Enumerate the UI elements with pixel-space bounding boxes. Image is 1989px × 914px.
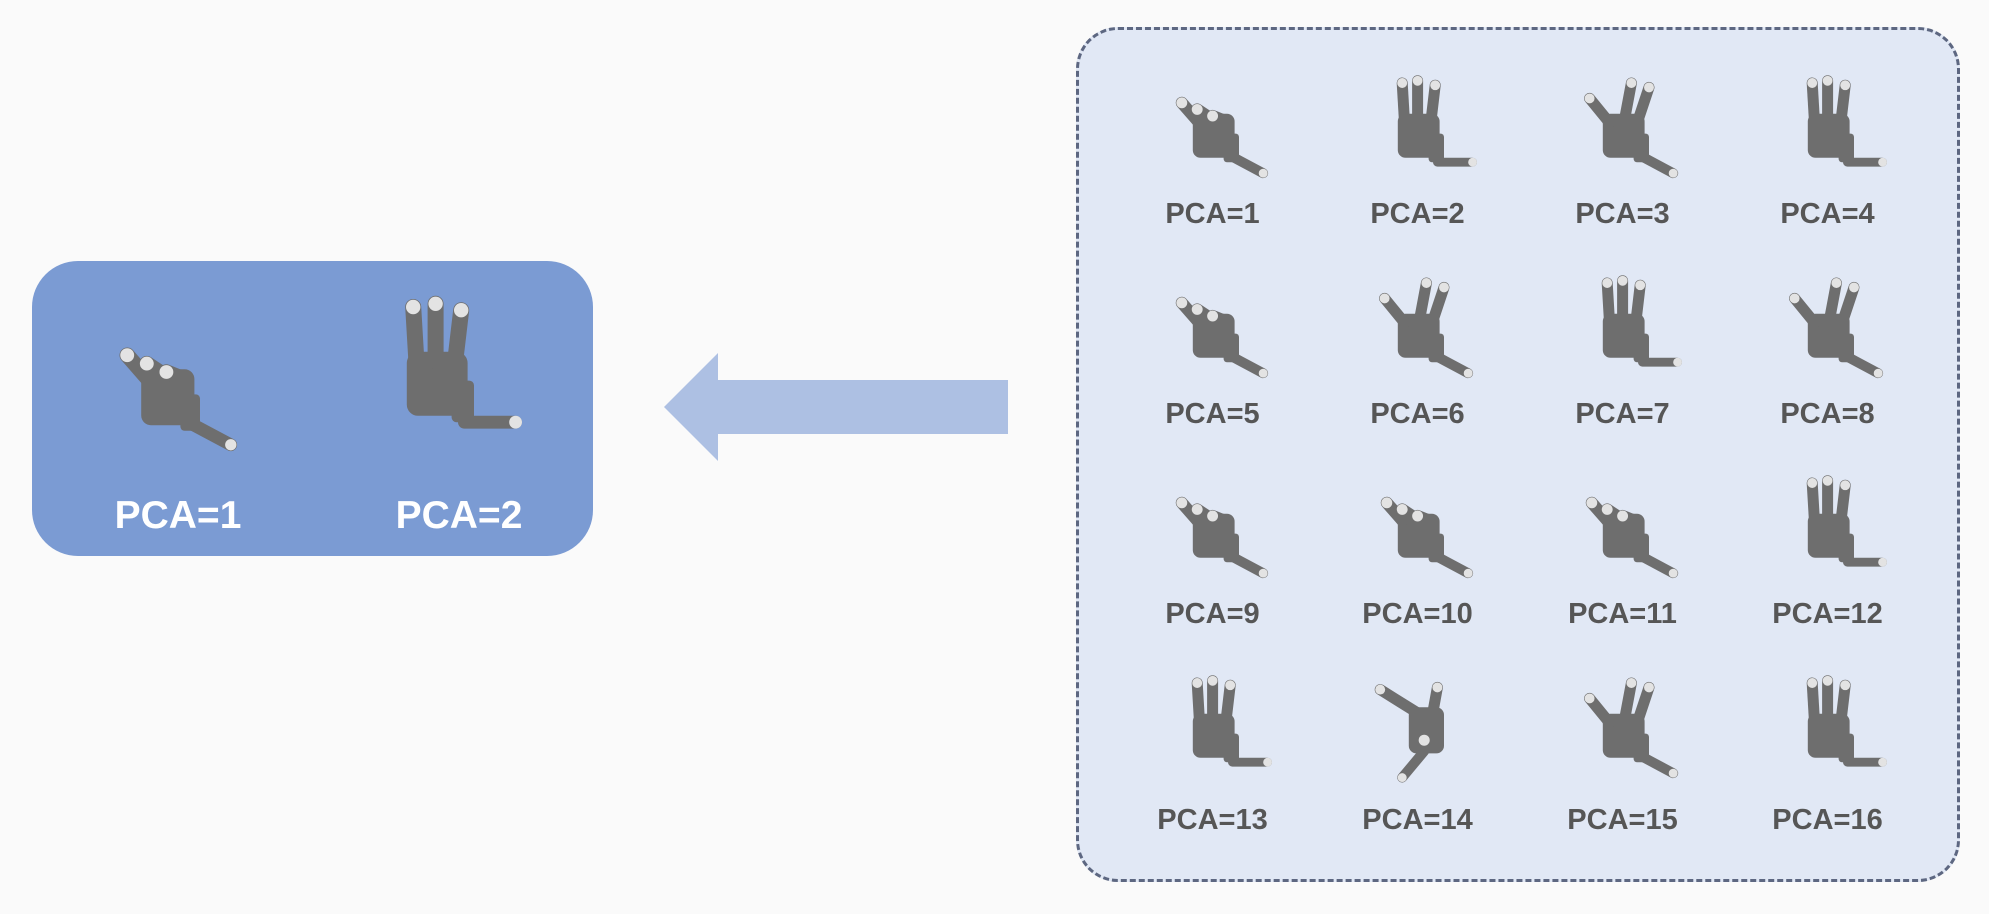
pca-cell-2: PCA=2: [1315, 60, 1520, 260]
pca-label: PCA=11: [1568, 598, 1677, 630]
hand-pose-1-icon: [119, 347, 238, 452]
pca-label: PCA=8: [1780, 398, 1875, 430]
pca-label: PCA=4: [1780, 198, 1875, 230]
hand-pose-icon: [1380, 496, 1474, 579]
hand-pose-icon: [1789, 277, 1884, 379]
pca-cell-4: PCA=4: [1725, 60, 1930, 260]
pca-label: PCA=13: [1157, 804, 1268, 836]
pca-cell-8: PCA=8: [1725, 260, 1930, 460]
pca-label: PCA=2: [1370, 198, 1465, 230]
pca-label: PCA=12: [1772, 598, 1883, 630]
pca-label: PCA=5: [1165, 398, 1260, 430]
pca-cell-13: PCA=13: [1110, 660, 1315, 860]
hand-pose-icon: [1175, 96, 1269, 179]
hand-pose-icon: [1584, 77, 1679, 179]
hand-pose-icon: [1175, 496, 1269, 579]
hand-pose-2-icon: [405, 295, 522, 429]
hand-pose-icon: [1374, 681, 1444, 783]
pca-label: PCA=3: [1575, 198, 1670, 230]
pca-label: PCA=14: [1362, 804, 1473, 836]
pca-cell-5: PCA=5: [1110, 260, 1315, 460]
pca-cell-7: PCA=7: [1520, 260, 1725, 460]
hand-pose-icon: [1806, 75, 1887, 167]
pca-cell-6: PCA=6: [1315, 260, 1520, 460]
left-arrow-icon: [664, 353, 1008, 461]
hand-pose-icon: [1191, 675, 1272, 767]
pca-cell-9: PCA=9: [1110, 460, 1315, 660]
pca-label: PCA=9: [1165, 598, 1260, 630]
hand-pose-icon: [1806, 475, 1887, 567]
pca-label: PCA=10: [1362, 598, 1473, 630]
pca-label: PCA=7: [1575, 398, 1670, 430]
pca-cell-12: PCA=12: [1725, 460, 1930, 660]
hand-pose-icon: [1585, 496, 1679, 579]
hand-pose-icon: [1379, 277, 1474, 379]
pca-cell-15: PCA=15: [1520, 660, 1725, 860]
selected-components-box: PCA=1 PCA=2: [32, 261, 593, 556]
pca-label: PCA=1: [1165, 198, 1260, 230]
pca-cell-10: PCA=10: [1315, 460, 1520, 660]
pca-cell-3: PCA=3: [1520, 60, 1725, 260]
pca-label: PCA=6: [1370, 398, 1465, 430]
hand-pose-icon: [1806, 675, 1887, 767]
pca-cell-14: PCA=14: [1315, 660, 1520, 860]
hand-pose-icon: [1601, 275, 1682, 367]
hand-pose-icon: [1175, 296, 1269, 379]
pca-label: PCA=15: [1567, 804, 1678, 836]
hand-pose-icon: [1584, 677, 1679, 779]
hand-pose-icon: [1396, 75, 1477, 167]
pca-cell-16: PCA=16: [1725, 660, 1930, 860]
pca-cell-1: PCA=1: [1110, 60, 1315, 260]
selected-label-1: PCA=1: [114, 494, 242, 537]
pca-label: PCA=16: [1772, 804, 1883, 836]
selected-label-2: PCA=2: [395, 494, 523, 537]
pca-cell-11: PCA=11: [1520, 460, 1725, 660]
